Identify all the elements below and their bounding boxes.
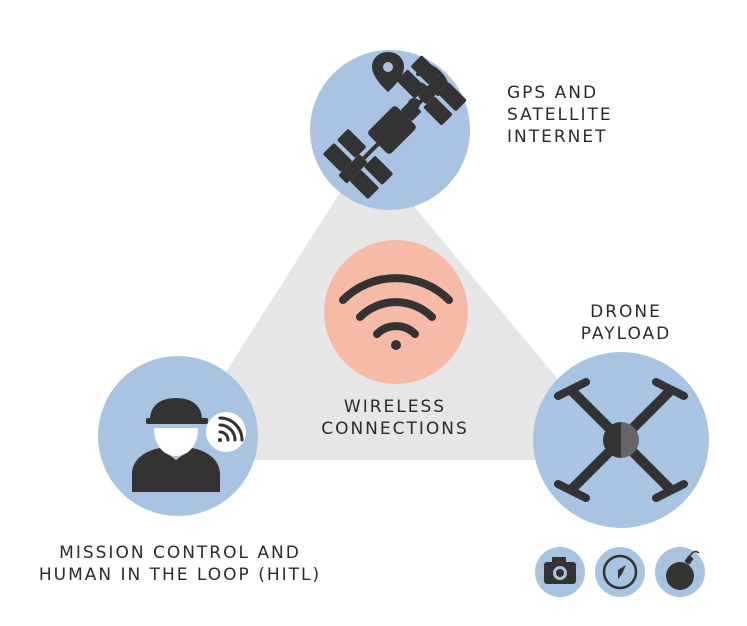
drone-icon xyxy=(554,378,688,502)
drone-label-line-2: PAYLOAD xyxy=(580,324,672,344)
wireless-connections-label: WIRELESS CONNECTIONS xyxy=(300,396,490,440)
mission-control-label: MISSION CONTROL AND HUMAN IN THE LOOP (H… xyxy=(20,542,340,586)
wireless-node xyxy=(324,240,468,384)
payload-compass xyxy=(595,547,645,597)
payload-bomb xyxy=(655,547,705,597)
gps-label-line-2: SATELLITE xyxy=(507,105,613,125)
signal-icon xyxy=(218,416,244,442)
drone-label-line-1: DRONE xyxy=(590,302,662,322)
operator-signal-badge xyxy=(206,412,246,452)
gps-label-line-3: INTERNET xyxy=(507,127,608,147)
gps-node xyxy=(310,50,470,210)
compass-icon xyxy=(602,554,638,590)
drone-node xyxy=(533,352,709,528)
drone-payload-label: DRONE PAYLOAD xyxy=(556,301,696,345)
operator-icon xyxy=(132,398,220,492)
gps-label-line-1: GPS AND xyxy=(507,83,599,103)
wireless-label-line-2: CONNECTIONS xyxy=(321,419,469,439)
mission-control-node xyxy=(98,356,258,516)
mission-label-line-1: MISSION CONTROL AND xyxy=(59,543,301,563)
location-pin-icon xyxy=(372,52,404,92)
wireless-label-line-1: WIRELESS xyxy=(343,397,447,417)
gps-satellite-label: GPS AND SATELLITE INTERNET xyxy=(507,82,613,148)
signal-icon xyxy=(416,62,450,96)
wireless-node-circle xyxy=(324,240,468,384)
payload-camera xyxy=(535,547,585,597)
mission-label-line-2: HUMAN IN THE LOOP (HITL) xyxy=(38,565,322,585)
wifi-icon xyxy=(339,274,453,350)
satellite-icon xyxy=(323,55,467,199)
camera-icon xyxy=(544,557,576,584)
bomb-icon xyxy=(666,550,700,590)
